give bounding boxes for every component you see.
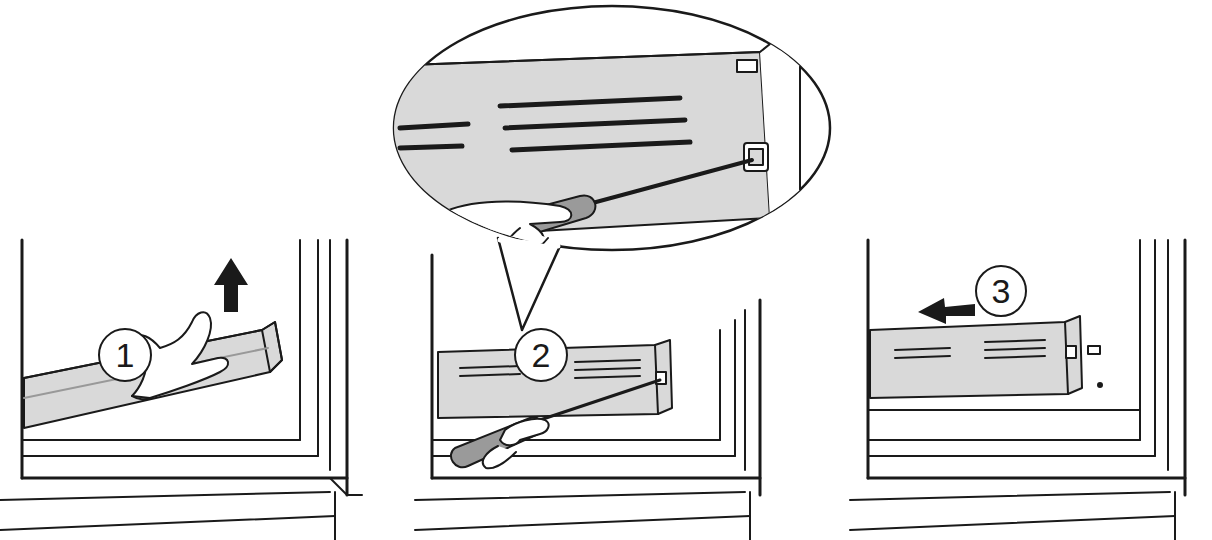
callout-number: 3 (992, 274, 1011, 308)
callout-circle: 3 (975, 265, 1027, 317)
callout-number: 1 (116, 338, 135, 372)
callout-circle: 1 (98, 328, 152, 382)
panel-one (0, 240, 362, 540)
panel-three (850, 240, 1185, 540)
callout-circle: 2 (514, 328, 568, 382)
panel-two (380, 6, 830, 540)
callout-number: 2 (532, 338, 551, 372)
